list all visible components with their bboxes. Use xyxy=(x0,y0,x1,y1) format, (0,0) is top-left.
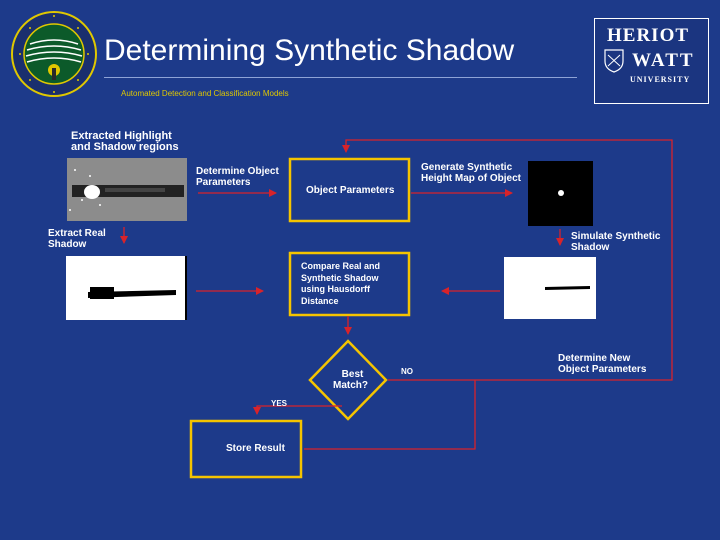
arrow-yes xyxy=(253,405,342,415)
best-match-line2: Match? xyxy=(333,380,368,391)
real-shadow-image xyxy=(66,256,187,320)
label-generate-height: Generate Synthetic Height Map of Object xyxy=(421,162,521,184)
compare-text-line4: Distance xyxy=(301,295,339,306)
lab-logo-icon xyxy=(11,11,97,97)
compare-text: Compare Real and Synthetic Shadow using … xyxy=(301,261,380,307)
store-result-box xyxy=(189,419,303,479)
best-match-text: Best Match? xyxy=(333,369,368,391)
arrow-store-loop xyxy=(304,380,476,450)
logo-text-line1: HERIOT xyxy=(607,25,690,46)
height-map-image xyxy=(528,161,593,226)
label-extracted-line2: and Shadow regions xyxy=(71,141,179,153)
label-determine-params-line1: Determine Object xyxy=(196,166,279,177)
object-parameters-text: Object Parameters xyxy=(306,185,395,196)
best-match-line1: Best xyxy=(341,369,364,380)
label-determine-params: Determine Object Parameters xyxy=(196,166,279,188)
arrow-no-loop xyxy=(342,139,673,381)
label-extract-real: Extract Real Shadow xyxy=(48,228,106,250)
store-result-text: Store Result xyxy=(226,443,285,454)
label-yes: YES xyxy=(271,399,288,408)
highlight-shadow-image xyxy=(67,158,187,221)
label-extracted-line1: Extracted Highlight xyxy=(71,130,172,142)
label-generate-height-line2: Height Map of Object xyxy=(421,173,521,184)
label-extract-real-line2: Shadow xyxy=(48,239,87,250)
compare-text-line2: Synthetic Shadow xyxy=(301,272,379,283)
compare-box xyxy=(288,251,411,317)
title-divider xyxy=(104,77,577,78)
label-determine-params-line2: Parameters xyxy=(196,177,251,188)
label-determine-new-line1: Determine New xyxy=(558,353,631,364)
label-determine-new-line2: Object Parameters xyxy=(558,364,647,375)
compare-text-line1: Compare Real and xyxy=(301,261,381,271)
label-simulate-line1: Simulate Synthetic xyxy=(571,231,661,242)
object-parameters-box xyxy=(288,157,411,223)
university-logo: HERIOT WATT UNIVERSITY xyxy=(594,18,709,104)
label-no: NO xyxy=(401,367,413,376)
label-extract-real-line1: Extract Real xyxy=(48,228,106,239)
slide-title: Determining Synthetic Shadow xyxy=(104,34,515,67)
compare-text-line3: using Hausdorff xyxy=(301,284,370,294)
label-determine-new: Determine New Object Parameters xyxy=(558,353,646,375)
label-generate-height-line1: Generate Synthetic xyxy=(421,162,513,173)
synthetic-shadow-image xyxy=(504,257,596,319)
logo-text-line2: WATT xyxy=(632,50,695,71)
label-simulate: Simulate Synthetic Shadow xyxy=(571,231,660,253)
logo-text-line3: UNIVERSITY xyxy=(630,75,691,84)
label-simulate-line2: Shadow xyxy=(571,242,610,253)
label-extracted: Extracted Highlight and Shadow regions xyxy=(71,131,179,153)
slide-subtitle: Automated Detection and Classification M… xyxy=(121,89,289,98)
best-match-diamond xyxy=(308,339,388,421)
crest-icon xyxy=(604,49,624,73)
